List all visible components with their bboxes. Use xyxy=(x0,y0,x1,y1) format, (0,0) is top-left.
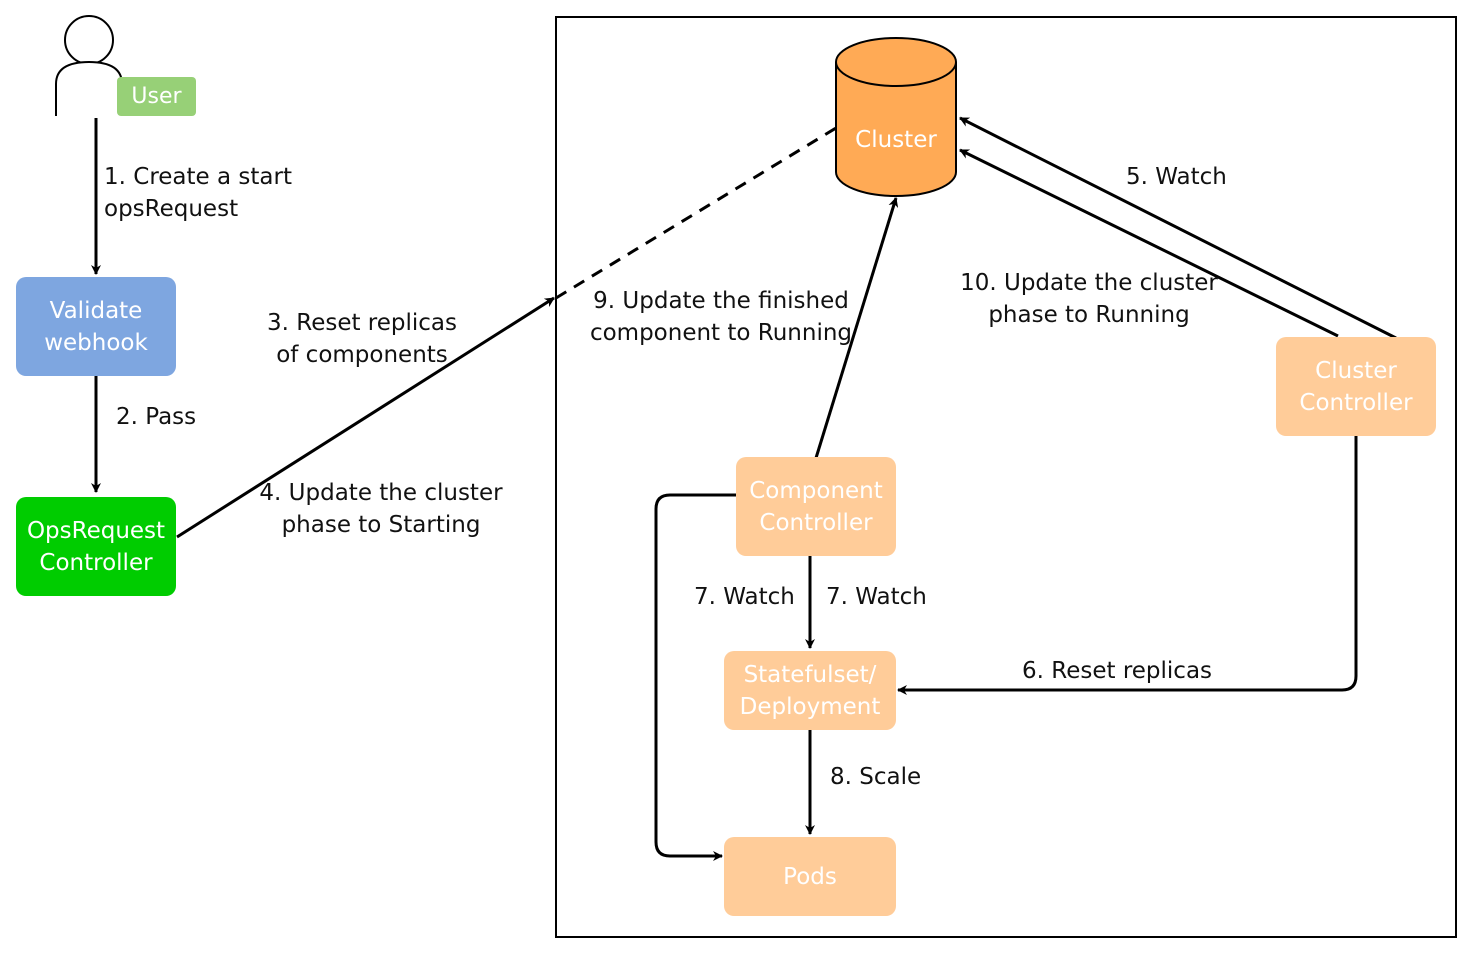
edge-label-reset-replicas-6: 6. Reset replicas xyxy=(1022,658,1213,684)
opsrequest-controller-node: OpsRequest Controller xyxy=(16,497,176,596)
validate-webhook-node: Validate webhook xyxy=(16,277,176,376)
edge-label-pass: 2. Pass xyxy=(116,404,197,430)
statefulset-deployment-node: Statefulset/ Deployment xyxy=(724,651,896,730)
edge-ops-to-frame xyxy=(176,296,555,539)
edge-label-create-opsrequest: 1. Create a start opsRequest xyxy=(104,164,292,222)
cluster-label: Cluster xyxy=(855,127,937,153)
edge-label-update-phase-starting: 4. Update the cluster phase to Starting xyxy=(259,480,503,538)
edge-dashed-to-cluster xyxy=(555,126,837,300)
edge-label-scale: 8. Scale xyxy=(830,764,922,790)
edge-label-finished-component-running: 9. Update the finished component to Runn… xyxy=(589,288,853,346)
edge-label-watch-5: 5. Watch xyxy=(1126,164,1227,190)
edge-cc-to-statefulset xyxy=(897,436,1358,695)
pods-node: Pods xyxy=(724,837,896,916)
database-cylinder-icon xyxy=(835,37,957,197)
edge-label-cluster-phase-running: 10. Update the cluster phase to Running xyxy=(960,270,1218,328)
cluster-controller-node: Cluster Controller xyxy=(1276,337,1436,436)
edge-cc-to-cluster-lower xyxy=(959,148,1339,338)
component-controller-node: Component Controller xyxy=(736,457,896,556)
edge-cc-to-cluster-upper xyxy=(959,116,1397,340)
cluster-boundary-frame xyxy=(555,16,1457,938)
edge-comp-to-cluster xyxy=(814,197,899,459)
user-icon xyxy=(55,15,123,116)
edge-label-watch-7b: 7. Watch xyxy=(826,584,927,610)
edge-label-watch-7a: 7. Watch xyxy=(694,584,795,610)
user-badge: User xyxy=(117,77,196,116)
edge-comp-to-pods xyxy=(654,493,736,861)
edge-label-reset-replicas-components: 3. Reset replicas of components xyxy=(266,310,458,368)
